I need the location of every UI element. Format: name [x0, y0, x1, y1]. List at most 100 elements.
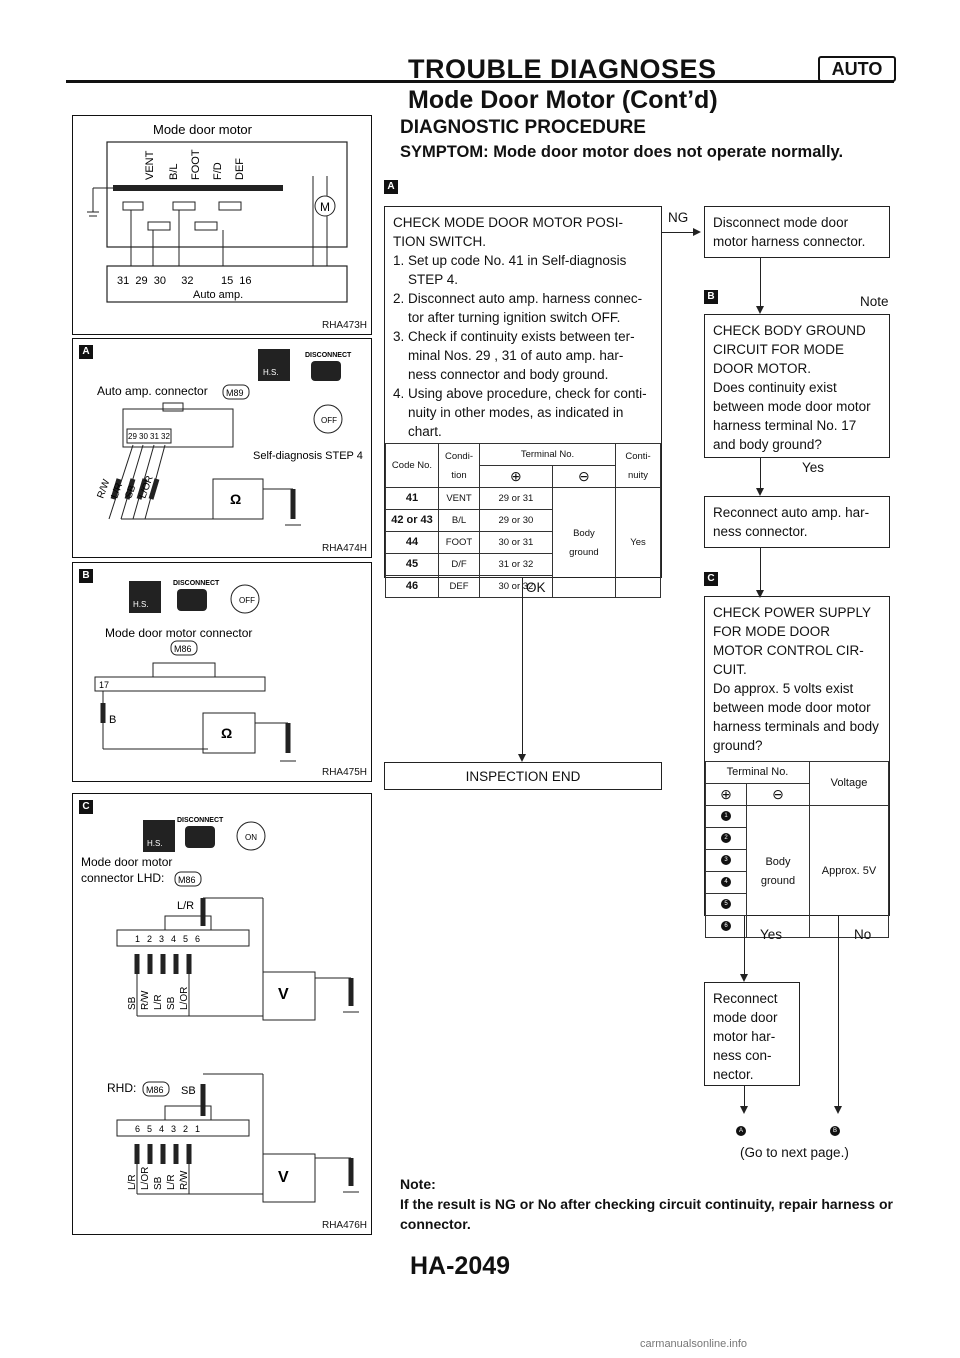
svg-text:L/R: L/R [166, 1174, 177, 1190]
table-row: 41 VENT 29 or 31 Body ground Yes [385, 487, 661, 598]
circuit-diagram: Mode door motor VENT B/L FOOT F/D DEF M … [87, 122, 348, 303]
note-label: Note [860, 294, 889, 309]
disconnect-line: Disconnect mode door [713, 215, 849, 230]
flow-arrow [834, 1106, 842, 1114]
table-row: 4 [705, 871, 889, 894]
svg-text:Mode door motor connector: Mode door motor connector [105, 626, 252, 640]
terminal-cell: 5 [705, 893, 747, 916]
svg-text:32: 32 [161, 432, 170, 441]
svg-text:L/R: L/R [109, 482, 125, 500]
check-position-switch-box: CHECK MODE DOOR MOTOR POSI-TION SWITCH.1… [384, 206, 662, 598]
auto-amp-connector-diagram: H.S. DISCONNECT OFF Auto amp. connector … [95, 349, 363, 526]
svg-text:H.S.: H.S. [147, 839, 163, 848]
terminal-cell: 1 [705, 805, 747, 828]
col-voltage: Voltage [809, 761, 889, 806]
text-line: ness connector and body ground. [393, 367, 609, 382]
svg-text:F/D: F/D [212, 162, 224, 180]
svg-text:DISCONNECT: DISCONNECT [177, 817, 224, 824]
mode-door-connector-diagram: H.S. DISCONNECT OFF Mode door motor conn… [94, 580, 296, 762]
svg-text:ON: ON [245, 833, 257, 842]
flow-line [760, 258, 762, 306]
step-tag-b: B [79, 569, 93, 583]
svg-text:6: 6 [135, 1124, 140, 1134]
flow-line [760, 548, 762, 590]
flow-line-yes [744, 916, 746, 974]
svg-text:3: 3 [171, 1124, 176, 1134]
procedure-heading: DIAGNOSTIC PROCEDURE [400, 117, 646, 138]
svg-text:L/R: L/R [127, 1174, 138, 1190]
svg-text:SB: SB [166, 996, 177, 1010]
text-line: 3. Check if continuity exists between te… [393, 329, 635, 344]
step-tag-b: B [704, 290, 718, 304]
terminal-cell: 30 or 32 [479, 575, 553, 598]
text-line: minal Nos. 29 , 31 of auto amp. har- [393, 348, 624, 363]
condition-cell: FOOT [438, 531, 480, 554]
svg-text:31 29 30 32 15: 31 29 30 32 15 16 [117, 275, 252, 287]
svg-text:DISCONNECT: DISCONNECT [173, 580, 220, 587]
svg-text:VENT: VENT [144, 150, 156, 180]
text-line: Do approx. 5 volts exist [713, 681, 854, 696]
svg-text:OFF: OFF [239, 596, 255, 605]
svg-text:2: 2 [147, 934, 152, 944]
disconnect-line: motor harness connector. [713, 234, 866, 249]
text-line: nuity in other modes, as indicated in [393, 405, 624, 420]
terminal-number: 2 [721, 833, 731, 844]
col-terminal: Terminal No. [479, 443, 616, 466]
text-line: CHECK MODE DOOR MOTOR POSI- [393, 215, 624, 230]
code-cell: 45 [385, 553, 439, 576]
text-line: FOR MODE DOOR [713, 624, 830, 639]
svg-text:4: 4 [159, 1124, 164, 1134]
text-line: Does continuity exist [713, 380, 837, 395]
check-position-switch-text: CHECK MODE DOOR MOTOR POSI-TION SWITCH.1… [393, 213, 653, 441]
terminal-cell: 2 [705, 827, 747, 850]
flow-line [760, 458, 762, 488]
figure-code: RHA476H [321, 1220, 367, 1231]
text-line: ground? [713, 738, 763, 753]
svg-text:DEF: DEF [234, 158, 246, 180]
svg-text:R/W: R/W [140, 990, 151, 1010]
step-tag-a: A [79, 345, 93, 359]
ng-connector [662, 232, 696, 234]
svg-text:OFF: OFF [321, 416, 337, 425]
page-subtitle: Mode Door Motor (Cont’d) [408, 86, 718, 114]
text-line: CUIT. [713, 662, 747, 677]
figure-mode-door-motor-circuit: Mode door motor VENT B/L FOOT F/D DEF M … [72, 115, 372, 335]
note-block: Note: If the result is NG or No after ch… [400, 1174, 900, 1234]
text-line: nector. [713, 1067, 754, 1082]
ok-label: OK [526, 580, 546, 595]
svg-text:H.S.: H.S. [263, 368, 279, 377]
svg-text:Mode door motor: Mode door motor [81, 855, 172, 869]
text-line: harness terminals and body [713, 719, 879, 734]
flow-arrow [756, 306, 764, 314]
figure-code: RHA473H [321, 320, 367, 331]
ground-cell: Body ground [551, 487, 617, 598]
text-line: MOTOR CONTROL CIR- [713, 643, 864, 658]
svg-text:Self-diagnosis STEP 4: Self-diagnosis STEP 4 [253, 450, 363, 462]
text-line: DOOR MOTOR. [713, 361, 812, 376]
figure-mode-door-connector-voltage: C H.S. DISCONNECT ON Mode door motor con… [72, 793, 372, 1235]
svg-text:L/R: L/R [177, 900, 194, 912]
text-line: 2. Disconnect auto amp. harness connec- [393, 291, 643, 306]
svg-text:M89: M89 [226, 388, 244, 398]
terminal-cell: 29 or 30 [479, 509, 553, 532]
svg-text:SB: SB [127, 996, 138, 1010]
condition-cell: D/F [438, 553, 480, 576]
svg-text:M86: M86 [146, 1085, 164, 1095]
table-row: 6 [705, 915, 889, 938]
next-page-label: (Go to next page.) [740, 1145, 849, 1160]
svg-text:SB: SB [181, 1085, 196, 1097]
reconnect-amp-line: ness connector. [713, 524, 808, 539]
terminal-cell: 30 or 31 [479, 531, 553, 554]
text-line: 1. Set up code No. 41 in Self-diagnosis [393, 253, 627, 268]
code-cell: 41 [385, 487, 439, 510]
svg-text:H.S.: H.S. [133, 600, 149, 609]
flow-arrow [740, 974, 748, 982]
flow-arrow [740, 1106, 748, 1114]
reconnect-amp-box: Reconnect auto amp. har- ness connector. [704, 496, 890, 548]
col-code: Code No. [385, 443, 439, 488]
terminal-number: 3 [721, 855, 731, 866]
page-number: HA-2049 [410, 1252, 511, 1280]
goto-b: B [830, 1123, 840, 1138]
